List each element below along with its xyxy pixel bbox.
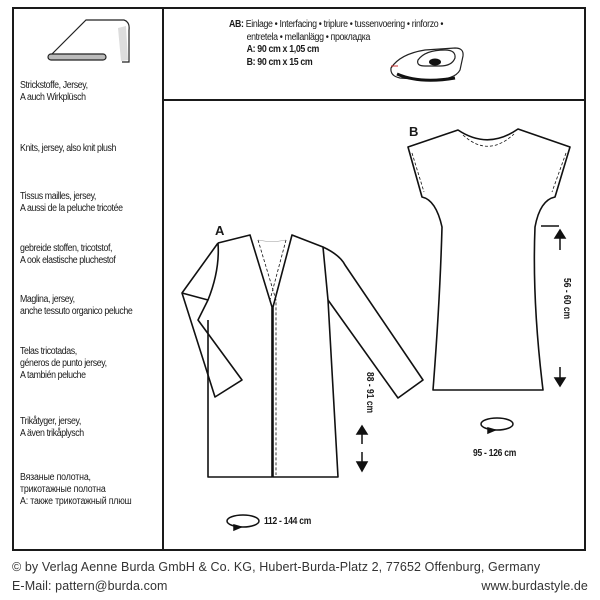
- interfacing-line1: Einlage • Interfacing • triplure • tusse…: [245, 19, 444, 30]
- fabric-nl: gebreide stoffen, tricotstof,A ook elast…: [20, 243, 116, 266]
- measurement-marks: [226, 225, 567, 532]
- fabric-de: Strickstoffe, Jersey,A auch Wirkplüsch: [20, 80, 88, 103]
- view-a-length: 88 - 91 cm: [364, 372, 375, 414]
- website-link[interactable]: www.burdastyle.de: [481, 579, 588, 593]
- view-b-width: 95 - 126 cm: [473, 448, 517, 459]
- view-a-label: A: [215, 223, 225, 238]
- email-text: E-Mail: pattern@burda.com: [12, 579, 168, 593]
- fabric-es: Telas tricotadas,géneros de punto jersey…: [20, 346, 107, 381]
- fabric-en: Knits, jersey, also knit plush: [20, 143, 117, 154]
- view-b-length: 56 - 60 cm: [561, 278, 572, 320]
- view-b-label: B: [409, 124, 419, 139]
- interfacing-info: AB: Einlage • Interfacing • triplure • t…: [229, 19, 443, 69]
- interfacing-line2: entretela • mellanlägg • прокладка: [246, 31, 371, 43]
- interfacing-prefix: AB:: [229, 19, 244, 30]
- jacket-view-a-drawing: [181, 234, 424, 478]
- interfacing-b-amount: B: 90 cm x 15 cm: [246, 56, 313, 68]
- pattern-info-frame: [12, 7, 586, 551]
- section-divider: [162, 99, 586, 101]
- view-a-width: 112 - 144 cm: [264, 516, 312, 527]
- fabric-fr: Tissus mailles, jersey,A aussi de la pel…: [20, 191, 123, 214]
- interfacing-a-amount: A: 90 cm x 1,05 cm: [246, 44, 320, 55]
- copyright-text: © by Verlag Aenne Burda GmbH & Co. KG, H…: [12, 560, 541, 574]
- fabric-sv: Trikåtyger, jersey,A även trikåplysch: [20, 416, 84, 439]
- dress-view-b-drawing: [407, 128, 571, 391]
- column-divider: [162, 7, 164, 551]
- fabric-it: Maglina, jersey,anche tessuto organico p…: [20, 294, 133, 317]
